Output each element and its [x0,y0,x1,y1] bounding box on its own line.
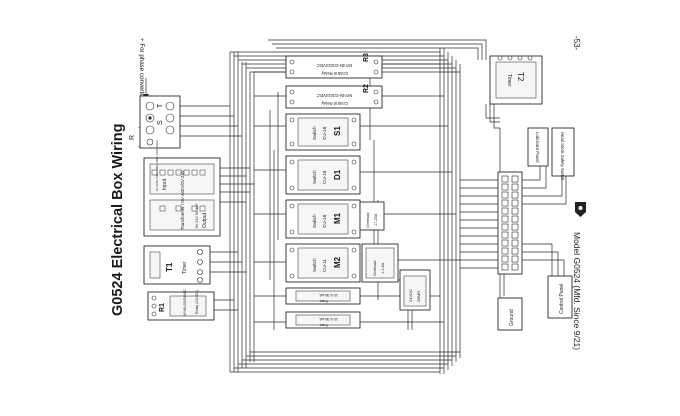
timer-t1-id: T1 [165,262,174,272]
contactor-d1-id: D1 [333,169,342,180]
fuse-1-label: Fuse [320,299,328,303]
timer-t2-label: Timer [506,74,512,87]
page-number: -53- [572,36,581,51]
timer-t2-id: T2 [516,72,525,82]
terminal-strip [497,171,523,275]
relay-r1-label: Relay (24VDC) [195,290,199,314]
overload-m1-label: Overload [366,213,370,228]
relay-r3: MY4N-GS/24VDC Control Relay R3 [285,53,383,79]
contactor-m2: Switch CU-11 M2 [285,243,361,283]
control-panel: Control Panel [547,275,573,319]
rectifier-part: S8MR [416,291,421,302]
relay-r2-id: R2 [363,84,370,93]
transformer-output-taps: 0V 24V 0V 12V [195,203,199,228]
terminal-s-label: S [157,120,164,125]
relay-r3-label: Control Relay [321,71,348,76]
overload-m2-range: 1-1.6A [381,262,385,274]
fuse-1: 10 A 38-6A Fuse [285,287,361,305]
overload-m1: Overload 17-25A [359,201,385,231]
contactor-m2-model: CU-11 [322,259,327,272]
relay-r1-part: MY4N-GS/24VAC [183,289,187,316]
rectifier-label: 24VDC [408,289,413,302]
relay-r1-id: R1 [159,303,166,312]
relay-r1: R1 MY4N-GS/24VAC Relay (24VDC) [147,289,215,321]
timer-t1: T1 Timer [143,245,211,285]
terminal-t-label: T [157,103,164,108]
contactor-s1-model: CU-18 [322,126,327,140]
timer-t1-label: Timer [182,261,188,274]
transformer-output-label: Output [202,212,208,228]
contactor-m1-id: M1 [333,212,342,224]
contactor-m1-label: Switch [312,214,317,228]
fuse-2-rating: 10 A 38-6A [319,317,338,321]
control-panel-label: Control Panel [559,284,565,314]
ground-block: Ground [497,297,523,331]
timer-t2: T2 Timer [489,55,543,105]
contactor-s1-id: S1 [333,126,342,136]
transformer-label: Transformer / 0V-440V/0V-24V [180,170,185,230]
transformer: Transformer / 0V-440V/0V-24V Input Outpu… [143,140,221,237]
headstock-switch-label: Head Stock Safety Switch [560,132,565,181]
fuse-1-rating: 10 A 38-6A [319,293,338,297]
overload-m2: Overload 1-1.6A [361,243,399,283]
phase-note: + For phase converter wild wire (if used… [138,38,145,148]
contactor-d1-model: CU-18 [322,170,327,184]
contactor-d1-label: Switch [312,170,317,184]
power-terminal-block: R S T [129,95,181,149]
contactor-d1: Switch CU-18 D1 [285,155,361,195]
lubricant-panel: Lubricant Panel [527,127,549,167]
overload-m2-label: Overload [373,261,377,276]
contactor-m2-label: Switch [312,258,317,272]
relay-r2: MY4N-GS/24VDC Control Relay R2 [285,84,383,109]
overload-m1-range: 17-25A [374,213,378,226]
contactor-m2-id: M2 [333,256,342,268]
terminal-r-label: R [129,135,136,140]
lubricant-panel-label: Lubricant Panel [535,132,540,163]
contactor-s1: Switch CU-18 S1 [285,113,361,151]
transformer-input-label: Input [162,178,168,190]
fuse-2: 10 A 38-6A Fuse [285,311,361,329]
headstock-safety-switch: Head Stock Safety Switch [551,127,575,181]
contactor-m1-model: CU-18 [322,214,327,228]
ground-label: Ground [509,309,515,326]
relay-r3-part: MY4N-GS/24VDC [317,63,352,68]
transformer-input-taps: 0V 220V 240V 380V 400V 415V 440V [155,140,159,191]
relay-r2-label: Control Relay [321,101,348,106]
page-title: G0524 Electrical Box Wiring [110,124,126,316]
relay-r3-id: R3 [363,53,370,62]
contactor-s1-label: Switch [312,126,317,140]
page-footer: Model G0524 (Mfd. Since 9/21) [572,232,582,350]
ground-symbol-icon [575,202,586,217]
rectifier-24vdc: 24VDC S8MR [399,269,431,311]
contactor-m1: Switch CU-18 M1 [285,199,361,239]
relay-r2-part: MY4N-GS/24VDC [317,93,352,98]
fuse-2-label: Fuse [320,323,328,327]
